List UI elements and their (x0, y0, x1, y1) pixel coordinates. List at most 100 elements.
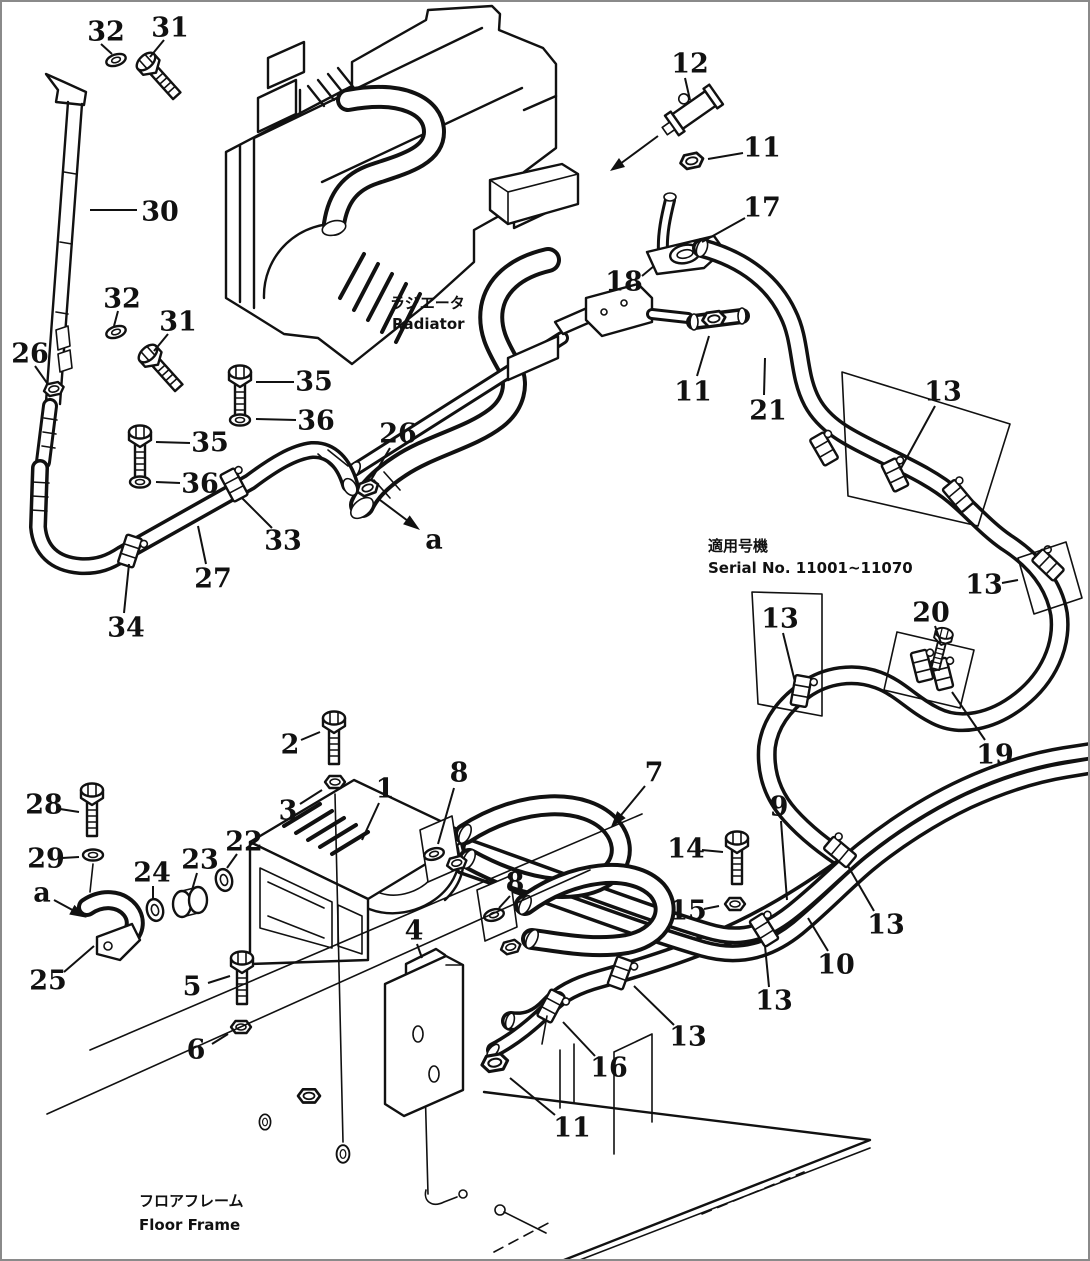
serial-zone-box (883, 631, 975, 709)
floor-frame-label-jp: フロアフレーム (139, 1192, 244, 1210)
callout-leader (807, 917, 829, 952)
callout-arrowhead (69, 904, 87, 918)
callout-arrowhead (403, 515, 420, 530)
heater-pipe-27-drawing (29, 441, 382, 576)
serial-zone-box (841, 371, 1011, 527)
reserve-tube-drawing (35, 72, 88, 470)
callout-leader (241, 497, 273, 529)
bolt-2 (321, 710, 347, 766)
callout-arrowhead (610, 811, 626, 828)
fasteners-top-left (41, 48, 253, 489)
callout-leader (197, 525, 207, 565)
nut-11 (700, 309, 728, 329)
nut-11 (677, 150, 706, 172)
callout-label-30: 30 (141, 197, 179, 228)
callout-leader (153, 333, 169, 352)
bolt-35 (127, 424, 153, 480)
callout-leader (226, 853, 238, 869)
radiator-drawing (224, 4, 580, 520)
bolt-31 (134, 340, 189, 397)
callout-label-12: 12 (671, 49, 709, 80)
callout-leader (763, 357, 766, 396)
callout-label-18: 18 (605, 267, 643, 298)
callout-leader (207, 975, 231, 984)
callout-label-35: 35 (295, 367, 333, 398)
callout-label-31: 31 (151, 13, 189, 44)
callout-label-9: 9 (770, 792, 789, 823)
callout-label-7: 7 (645, 758, 664, 789)
callout-label-35: 35 (191, 428, 229, 459)
callout-label-13: 13 (867, 910, 905, 941)
washer-32 (103, 322, 129, 342)
callout-leader (951, 691, 986, 741)
radiator-label-jp: ラジエータ (390, 294, 465, 312)
callout-label-11: 11 (674, 377, 712, 408)
callout-label-8: 8 (450, 758, 469, 789)
callout-label-8: 8 (506, 868, 525, 899)
heater-pipes-9-10-drawing (454, 742, 1088, 963)
bushing-23 (171, 885, 209, 919)
callout-label-11: 11 (553, 1113, 591, 1144)
callout-leader (847, 865, 875, 912)
callout-leader (34, 365, 48, 384)
bolt-end-ring (335, 1144, 351, 1164)
nut-3 (323, 774, 347, 790)
callout-label-14: 14 (667, 834, 705, 865)
callout-leader (633, 985, 675, 1026)
serial-label-en: Serial No. 11001~11070 (708, 559, 913, 577)
callout-leader (299, 789, 323, 805)
callout-label-15: 15 (669, 896, 707, 927)
callout-label-36: 36 (297, 406, 335, 437)
washer-29 (81, 848, 105, 862)
callout-leader (701, 849, 724, 853)
callout-label-3: 3 (279, 796, 298, 827)
callout-label-19: 19 (976, 740, 1014, 771)
washer-32 (103, 50, 129, 70)
callout-label-23: 23 (181, 845, 219, 876)
callout-leader (123, 563, 130, 614)
bolt-31 (132, 48, 187, 105)
callout-label-20: 20 (912, 598, 950, 629)
nut-15 (723, 896, 747, 912)
callout-leader (696, 335, 710, 377)
callout-leader (641, 265, 655, 277)
fasteners-14-15 (723, 830, 750, 912)
washer-36 (128, 475, 152, 489)
callout-label-24: 24 (133, 858, 171, 889)
serial-zone-boxes (751, 371, 1083, 717)
nut-8 (498, 937, 524, 957)
nut-11 (479, 1051, 511, 1075)
serial-zone-box (1017, 541, 1083, 615)
callout-leader (707, 152, 744, 160)
callout-label-11: 11 (743, 133, 781, 164)
callout-label-21: 21 (749, 396, 787, 427)
callout-label-28: 28 (25, 790, 63, 821)
callout-leader (149, 39, 165, 58)
callout-label-2: 2 (281, 730, 300, 761)
callout-label-22: 22 (225, 827, 263, 858)
callout-leader (63, 945, 95, 973)
callout-leader (300, 731, 321, 741)
callout-leader (782, 632, 796, 683)
serial-label-jp: 適用号機 (708, 537, 768, 555)
callout-leader (703, 905, 720, 910)
brackets-8-drawing (419, 815, 524, 957)
grommet-24 (143, 896, 167, 924)
callout-label-32: 32 (87, 17, 125, 48)
callout-label-10: 10 (817, 950, 855, 981)
callout-label-16: 16 (590, 1053, 628, 1084)
callout-label-13: 13 (755, 986, 793, 1017)
callout-label-13: 13 (669, 1022, 707, 1053)
callout-leader (509, 1077, 556, 1116)
callout-label-25: 25 (29, 966, 67, 997)
callout-label-13: 13 (965, 570, 1003, 601)
callout-leader (155, 481, 181, 484)
floor-frame-label-en: Floor Frame (139, 1216, 240, 1234)
callout-leader (1001, 579, 1019, 584)
engine-pipe-drawing (346, 282, 694, 479)
callout-label-32: 32 (103, 284, 141, 315)
callout-leader (780, 820, 788, 901)
callout-label-1: 1 (376, 774, 395, 805)
